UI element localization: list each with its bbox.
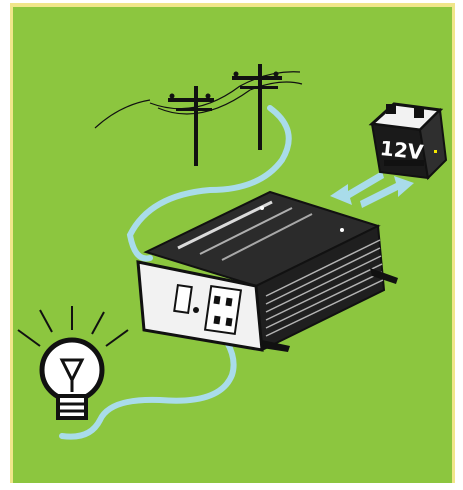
top-border	[10, 3, 455, 7]
left-border	[10, 7, 13, 483]
ac-outlet	[205, 286, 241, 334]
battery-12v: 12V	[372, 104, 446, 178]
display-panel	[174, 285, 191, 313]
right-border	[452, 3, 455, 483]
battery-label: 12V	[379, 136, 425, 164]
